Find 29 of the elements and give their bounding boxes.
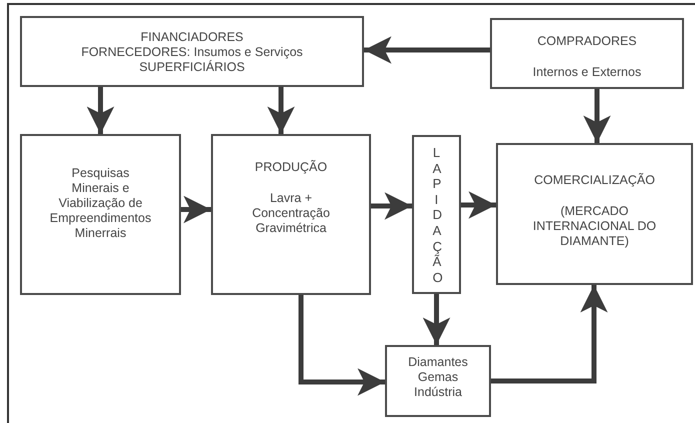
box-text: LAPIDAÇÃO <box>432 145 440 286</box>
arrow <box>491 285 608 384</box>
process-box <box>385 345 491 417</box>
process-box <box>20 16 364 87</box>
box-heading: COMERCIALIZAÇÃO <box>534 173 655 188</box>
box-text: FORNECEDORES: Insumos e Serviços <box>81 45 303 60</box>
arrow <box>267 87 295 134</box>
box-heading: PRODUÇÃO <box>254 160 328 175</box>
process-box <box>20 134 181 295</box>
arrow <box>181 196 211 224</box>
process-box <box>211 134 371 295</box>
box-heading: COMPRADORES <box>537 34 637 49</box>
arrow <box>583 89 611 143</box>
arrow <box>364 36 490 64</box>
arrow <box>461 191 496 219</box>
process-box <box>496 143 693 285</box>
process-column <box>412 135 461 294</box>
arrow <box>86 87 114 134</box>
box-text: Diamantes Gemas Indústria <box>407 355 469 400</box>
arrow <box>298 295 385 396</box>
box-text: Internos e Externos <box>532 65 642 80</box>
box-text: (MERCADO INTERNACIONAL DO DIAMANTE) <box>532 204 658 249</box>
arrow <box>422 294 450 345</box>
box-text: Pesquisas Minerais e Viabilização de Empreendimentos Minerrais <box>50 166 152 241</box>
box-text: Lavra + Concentração Gravimétrica <box>251 191 331 236</box>
process-box <box>490 18 684 89</box>
box-heading: FINANCIADORES <box>140 30 244 45</box>
arrow <box>371 192 412 220</box>
box-text: SUPERFICIÁRIOS <box>139 60 245 75</box>
